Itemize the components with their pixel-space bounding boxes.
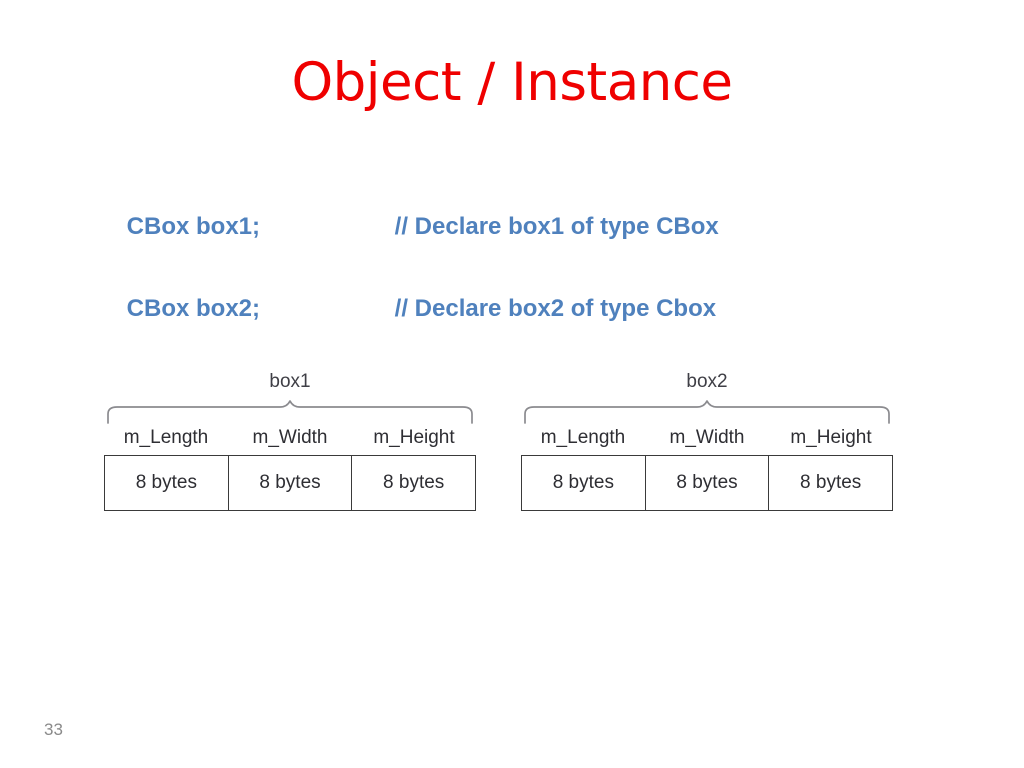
- page-title: Object / Instance: [291, 52, 733, 113]
- curly-brace-icon: [521, 398, 893, 424]
- member-label: m_Height: [790, 427, 872, 448]
- bytes-table-box2: 8 bytes 8 bytes 8 bytes: [521, 455, 893, 511]
- member-label: m_Width: [252, 427, 328, 448]
- page-number: 33: [44, 720, 63, 739]
- member-label: m_Width: [669, 427, 745, 448]
- bytes-cell: 8 bytes: [522, 456, 646, 510]
- code-line-1: CBox box1; // Declare box1 of type CBox: [100, 185, 900, 240]
- declaration-box2: CBox box2;: [126, 295, 261, 322]
- bytes-cell: 8 bytes: [646, 456, 770, 510]
- member-label-row-box1: m_Length m_Width m_Height: [104, 425, 476, 451]
- member-label-row-box2: m_Length m_Width m_Height: [521, 425, 893, 451]
- code-line-2: CBox box2; // Declare box2 of type Cbox: [100, 267, 900, 322]
- code-block: CBox box1; // Declare box1 of type CBox C…: [100, 185, 900, 349]
- bytes-cell: 8 bytes: [383, 472, 445, 493]
- diagram-label-box2: box2: [686, 371, 728, 392]
- curly-brace-icon: [104, 398, 476, 424]
- member-label: m_Length: [540, 427, 626, 448]
- memory-diagram-box2: box2 m_Length m_Width m_Height 8 bytes 8…: [521, 370, 893, 520]
- comment-box1: // Declare box1 of type CBox: [394, 213, 719, 240]
- memory-diagram-box1: box1 m_Length m_Width m_Height 8 bytes 8…: [104, 370, 476, 520]
- comment-box2: // Declare box2 of type Cbox: [394, 295, 717, 322]
- diagram-label-box1: box1: [269, 371, 311, 392]
- declaration-box1: CBox box1;: [126, 213, 261, 240]
- bytes-cell: 8 bytes: [800, 472, 862, 493]
- bytes-cell: 8 bytes: [105, 456, 229, 510]
- member-label: m_Length: [123, 427, 209, 448]
- bytes-cell: 8 bytes: [229, 456, 353, 510]
- bytes-table-box1: 8 bytes 8 bytes 8 bytes: [104, 455, 476, 511]
- member-label: m_Height: [373, 427, 455, 448]
